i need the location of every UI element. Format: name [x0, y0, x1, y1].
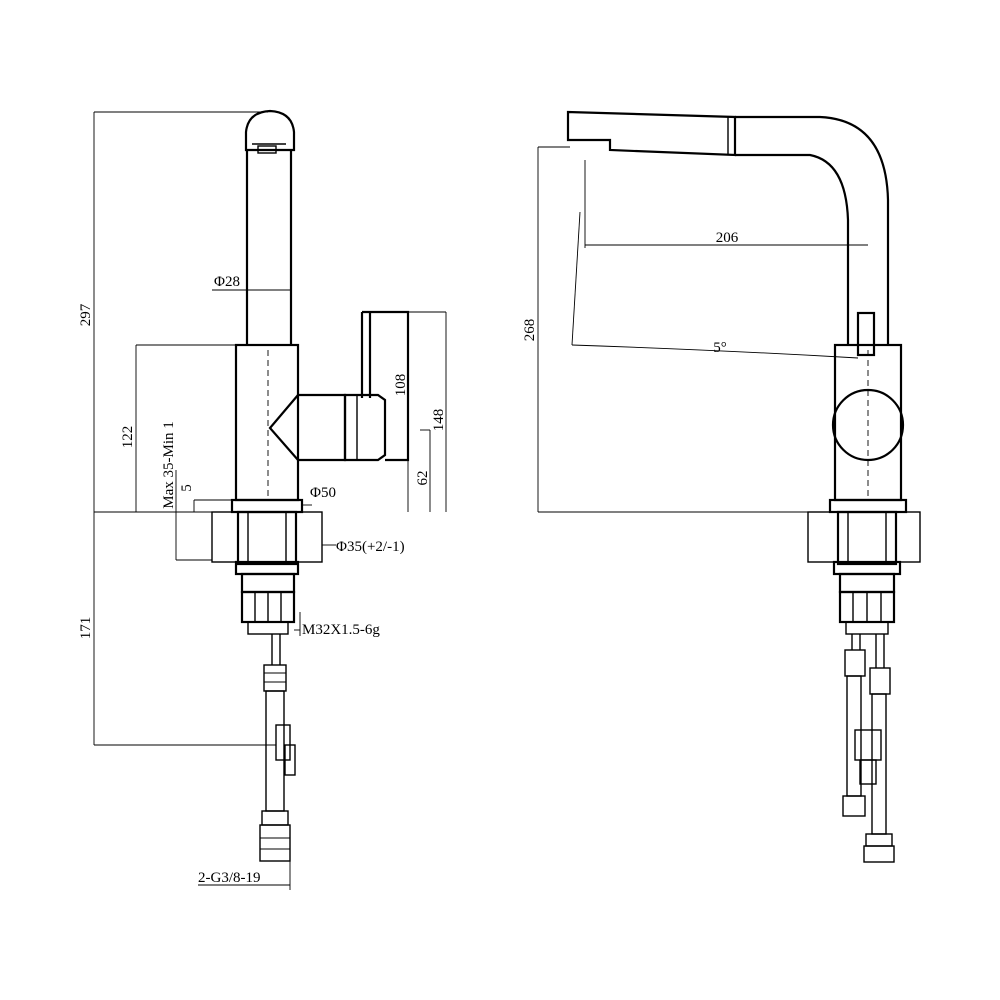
- faucet-body: [230, 343, 304, 514]
- dim-handle-height: 148: [431, 409, 447, 432]
- dim-base-diameter: Φ50: [310, 485, 336, 501]
- spout-tube: [245, 150, 293, 345]
- deck-section: [211, 510, 323, 566]
- front-deck: [807, 510, 921, 566]
- spout-head: [244, 109, 296, 154]
- side-dimensions: 297 122 Φ28 108 148 62 Φ50 Max 35-Min 1: [78, 111, 447, 890]
- dim-small-gap: 5: [179, 484, 195, 492]
- dim-total-height: 297: [78, 303, 94, 326]
- front-hoses: [842, 634, 895, 863]
- dim-hose-connection: 2-G3/8-19: [198, 870, 261, 886]
- dim-body-height: 122: [120, 426, 136, 449]
- front-body: [828, 311, 908, 514]
- supply-hoses: [259, 634, 296, 862]
- front-dim-angle: 5°: [713, 340, 727, 356]
- front-dim-total-height: 268: [522, 319, 538, 342]
- mounting-nut: [234, 560, 300, 635]
- front-view: 268 206 5°: [522, 110, 921, 863]
- front-dimensions: 268 206 5°: [522, 146, 868, 513]
- dim-deck-thickness: Max 35-Min 1: [161, 421, 177, 509]
- front-nut: [832, 560, 902, 635]
- front-dim-reach: 206: [716, 230, 739, 246]
- dim-thread: M32X1.5-6g: [302, 622, 380, 638]
- dim-hole-diameter: Φ35(+2/-1): [336, 539, 405, 555]
- dim-handle-offset: 62: [415, 471, 431, 486]
- dim-spout-diameter: Φ28: [214, 274, 240, 290]
- side-view: 297 122 Φ28 108 148 62 Φ50 Max 35-Min 1: [78, 109, 447, 890]
- pullout-spout: [566, 110, 890, 345]
- dim-handle-width: 108: [393, 374, 409, 397]
- dim-under-length: 171: [78, 617, 94, 640]
